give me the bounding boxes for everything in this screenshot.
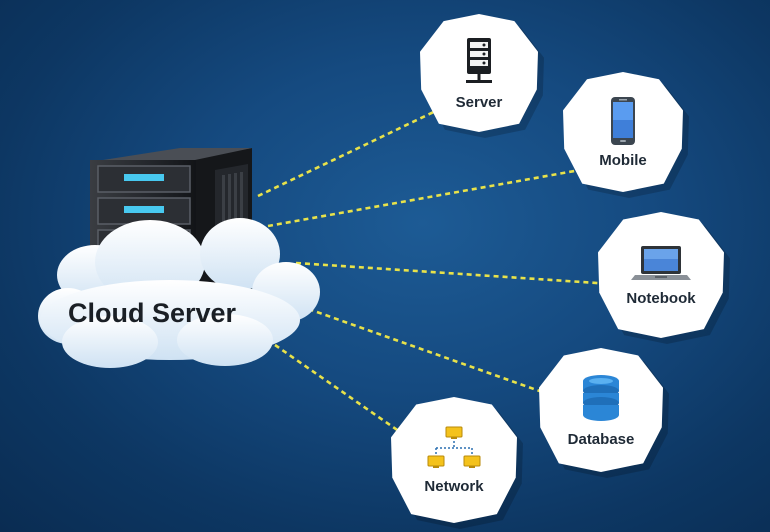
link-network xyxy=(274,343,404,436)
mobile-icon xyxy=(611,96,635,145)
cloud-shape xyxy=(38,218,320,368)
notebook-icon xyxy=(631,245,691,280)
node-server-label: Server xyxy=(455,93,503,111)
link-server xyxy=(257,106,443,198)
cloud-server-label: Cloud Server xyxy=(68,298,237,328)
node-database: Database xyxy=(539,348,663,472)
node-mobile-label: Mobile xyxy=(599,151,647,169)
node-network-label: Network xyxy=(424,477,484,495)
node-network: Network xyxy=(391,397,517,523)
node-database-label: Database xyxy=(567,430,635,448)
database-icon xyxy=(583,374,619,421)
server-icon xyxy=(466,37,492,83)
link-mobile xyxy=(267,168,581,228)
link-notebook xyxy=(295,261,613,286)
node-server: Server xyxy=(420,14,538,132)
network-icon xyxy=(427,426,481,468)
node-mobile: Mobile xyxy=(563,72,683,192)
node-notebook: Notebook xyxy=(598,212,724,338)
link-database xyxy=(299,304,549,396)
connector-lines xyxy=(257,106,613,436)
node-notebook-label: Notebook xyxy=(626,289,696,307)
